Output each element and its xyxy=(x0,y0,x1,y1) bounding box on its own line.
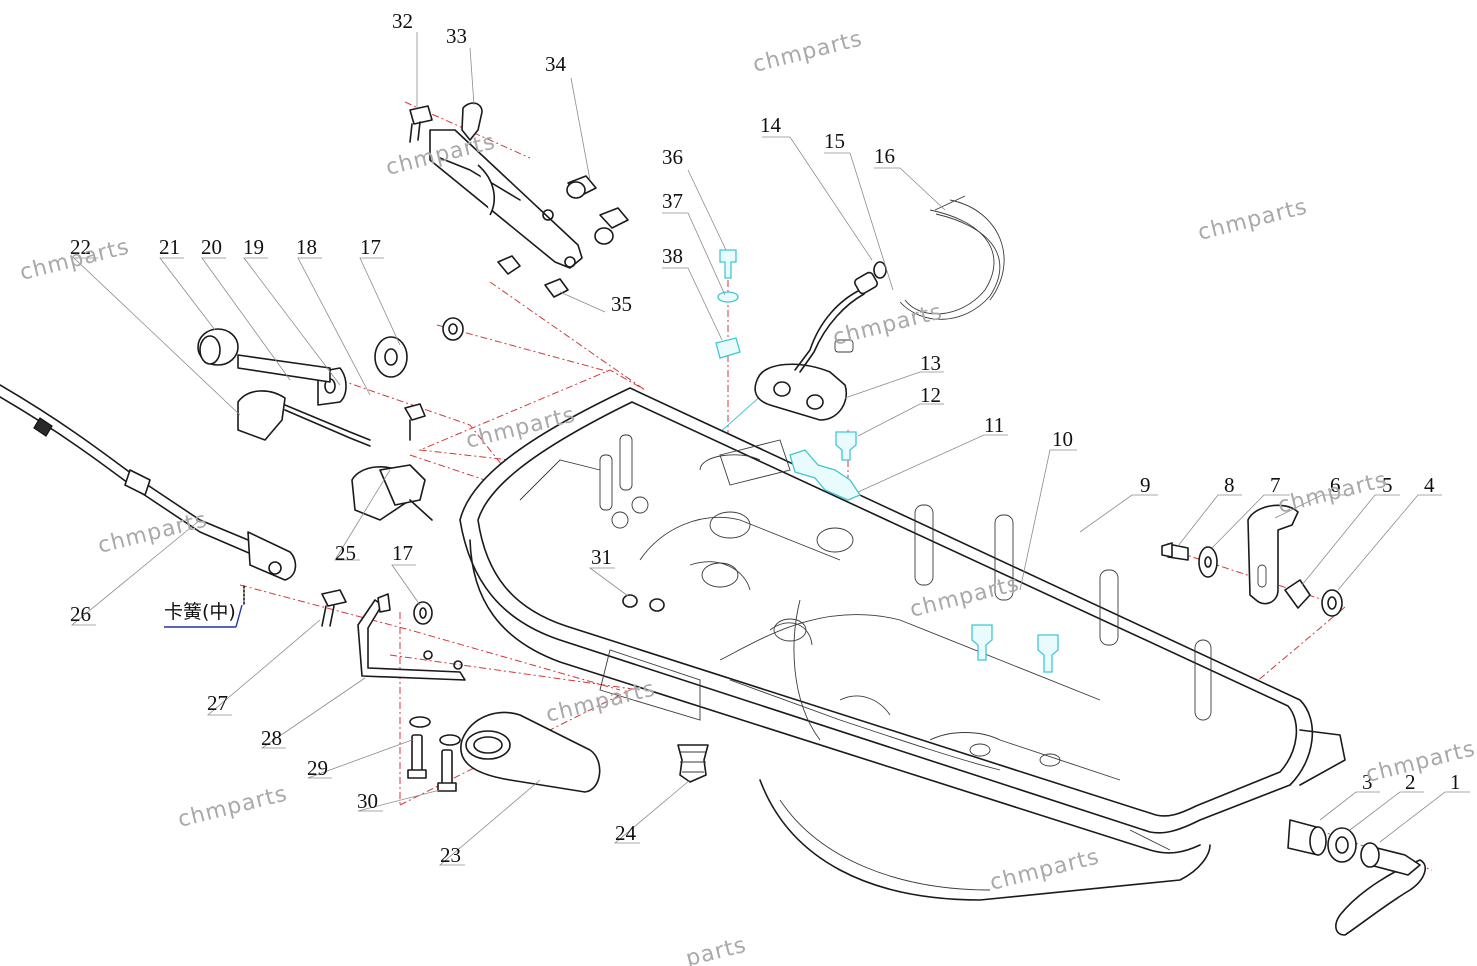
callout-33: 33 xyxy=(446,24,467,48)
callout-30: 30 xyxy=(357,789,378,813)
callout-5: 5 xyxy=(1382,473,1393,497)
callout-26: 26 xyxy=(70,602,91,626)
callout-11: 11 xyxy=(984,413,1004,437)
callout-18: 18 xyxy=(296,235,317,259)
callout-10: 10 xyxy=(1052,427,1073,451)
callout-15: 15 xyxy=(824,129,845,153)
callout-6: 6 xyxy=(1330,473,1341,497)
callout-9: 9 xyxy=(1140,473,1151,497)
right-bracket-parts xyxy=(1161,504,1343,617)
watermark: chmparts xyxy=(1195,194,1310,245)
callout-35: 35 xyxy=(611,292,632,316)
callout-17a: 17 xyxy=(360,235,381,259)
grommet-and-bracket xyxy=(754,363,861,501)
wire-harness xyxy=(794,195,1005,373)
watermark: chmparts xyxy=(95,507,210,558)
lock-lever-parts xyxy=(1287,819,1426,936)
callout-7: 7 xyxy=(1270,473,1281,497)
callout-16: 16 xyxy=(874,144,895,168)
callout-2: 2 xyxy=(1405,770,1416,794)
callout-37: 37 xyxy=(662,189,683,213)
grommet-lower xyxy=(460,711,709,793)
callout-38: 38 xyxy=(662,244,683,268)
callout-29: 29 xyxy=(307,756,328,780)
callout-4: 4 xyxy=(1424,473,1435,497)
lower-cowling xyxy=(459,387,1346,901)
cyan-fasteners xyxy=(715,249,1059,673)
leader-lines xyxy=(70,32,1470,866)
callout-31: 31 xyxy=(591,545,612,569)
watermark: chmparts xyxy=(830,299,945,350)
callout-19: 19 xyxy=(243,235,264,259)
callout-14: 14 xyxy=(760,113,782,137)
callout-25: 25 xyxy=(335,541,356,565)
callout-17b: 17 xyxy=(392,541,413,565)
callout-34: 34 xyxy=(545,52,567,76)
callout-8: 8 xyxy=(1224,473,1235,497)
callout-27: 27 xyxy=(207,691,228,715)
callout-24: 24 xyxy=(615,821,637,845)
watermark: chmparts xyxy=(175,781,290,832)
callout-3: 3 xyxy=(1362,770,1373,794)
callout-22: 22 xyxy=(70,235,91,259)
callout-36: 36 xyxy=(662,145,683,169)
watermark: parts xyxy=(683,933,749,966)
callout-12: 12 xyxy=(920,383,941,407)
lower-bracket-parts xyxy=(357,593,665,792)
callout-numbers: 1 2 3 4 5 6 7 8 9 10 11 12 13 14 15 16 1… xyxy=(70,9,1461,867)
callout-32: 32 xyxy=(392,9,413,33)
top-bracket-assembly xyxy=(409,102,629,298)
callout-28: 28 xyxy=(261,726,282,750)
callout-23: 23 xyxy=(440,843,461,867)
watermark: chmparts xyxy=(750,26,865,77)
callout-13: 13 xyxy=(920,351,941,375)
callout-1: 1 xyxy=(1450,770,1461,794)
callout-21: 21 xyxy=(159,235,180,259)
shift-linkage-parts xyxy=(0,317,464,627)
watermark: chmparts xyxy=(987,844,1102,895)
callout-20: 20 xyxy=(201,235,222,259)
chinese-label: 卡簧(中) xyxy=(164,601,243,628)
circlip-label: 卡簧(中) xyxy=(164,601,236,623)
